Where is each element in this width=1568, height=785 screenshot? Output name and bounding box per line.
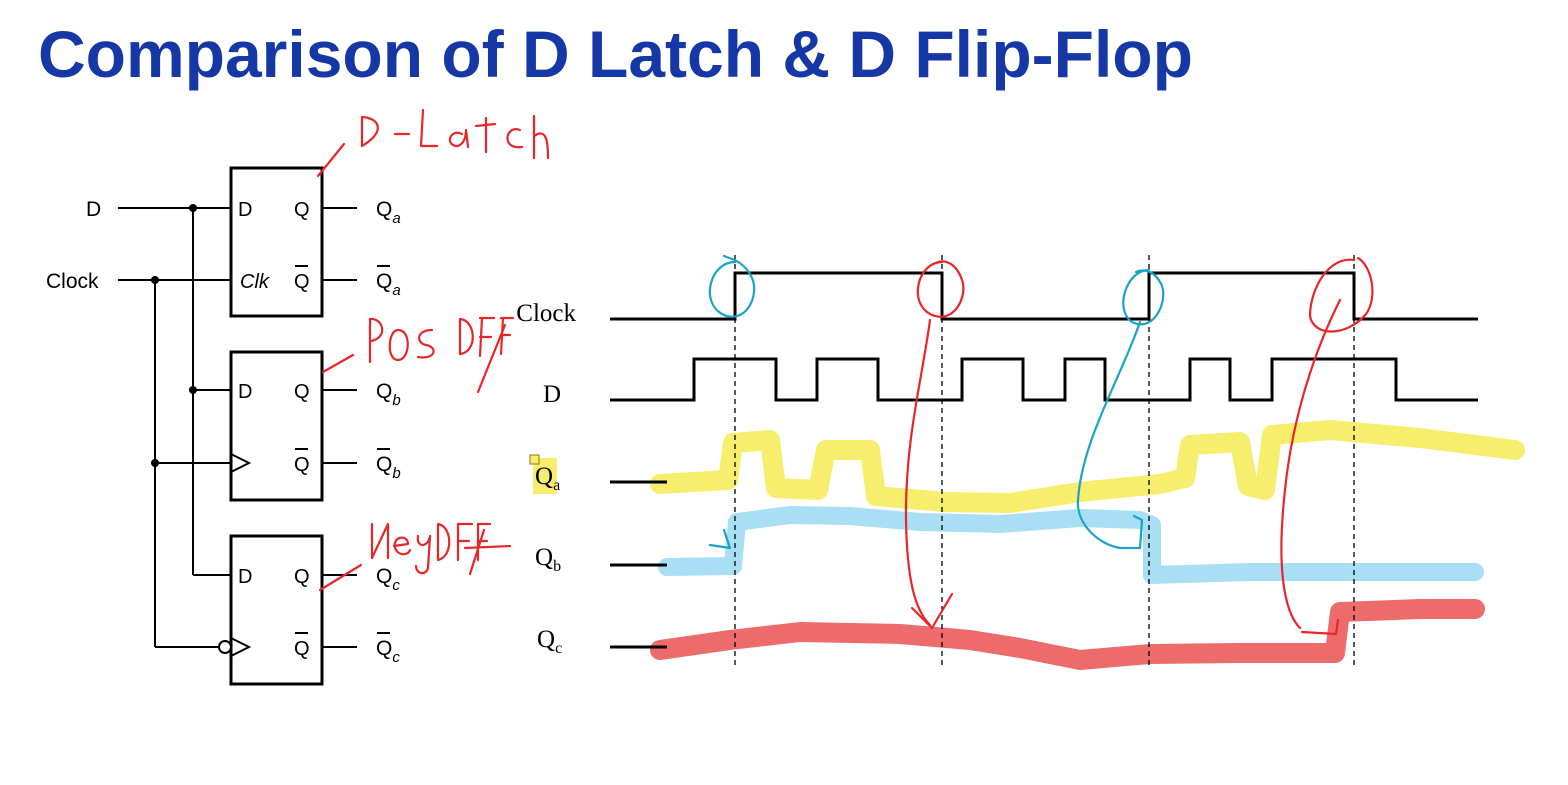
output-label-qb-bar: Qb: [376, 453, 401, 482]
output-label-sub: c: [392, 649, 400, 666]
inversion-bubble: [218, 640, 232, 654]
output-label-sub: a: [392, 282, 400, 299]
signal-label-text: Q: [535, 463, 553, 490]
handwritten-d-latch: [316, 108, 550, 178]
pin-clk: Clk: [240, 271, 270, 293]
output-label-text: Q: [376, 198, 392, 221]
pin-qbar: Q: [294, 271, 310, 293]
junction-dot: [151, 459, 159, 467]
output-label-text: Q: [376, 637, 392, 660]
handwritten-pos-dff: [321, 316, 515, 394]
signal-label-text: Q: [537, 626, 555, 653]
signal-label-sub: b: [553, 558, 561, 575]
pin-q: Q: [294, 199, 310, 221]
signal-label-qc: Qc: [537, 626, 562, 657]
pin-q: Q: [294, 566, 310, 588]
output-label-text: Q: [376, 270, 392, 293]
junction-dot: [189, 386, 197, 394]
clock-trace: [610, 271, 1478, 321]
output-label-text: Q: [376, 380, 392, 403]
input-label-d: D: [86, 198, 101, 221]
handwritten-neg-dff: [318, 522, 512, 592]
output-label-qa-bar: Qa: [376, 270, 401, 299]
output-label-sub: b: [392, 465, 400, 482]
pin-d: D: [238, 199, 252, 221]
signal-label-sub: c: [555, 640, 562, 657]
signal-label-qa: Qa: [535, 463, 560, 494]
d-latch-block: [229, 166, 324, 318]
output-label-sub: c: [392, 577, 400, 594]
output-label-qb: Qb: [376, 380, 401, 409]
pin-q: Q: [294, 381, 310, 403]
slide-title: Comparison of D Latch & D Flip-Flop: [38, 17, 1193, 91]
input-label-clock: Clock: [46, 270, 99, 293]
junction-dot: [151, 276, 159, 284]
pin-d: D: [238, 381, 252, 403]
neg-flipflop-block: [229, 534, 324, 686]
pin-qbar: Q: [294, 454, 310, 476]
clock-edge-triangle: [230, 637, 252, 657]
signal-label-text: Q: [535, 544, 553, 571]
output-label-qc: Qc: [376, 565, 400, 594]
signal-label-qb: Qb: [535, 544, 561, 575]
ink-rising-edge-marks: [708, 254, 1165, 550]
annotation-marker: [529, 454, 540, 465]
pin-qbar: Q: [294, 638, 310, 660]
clock-edge-triangle: [230, 453, 252, 473]
output-label-text: Q: [376, 453, 392, 476]
output-label-sub: b: [392, 392, 400, 409]
signal-label-d: D: [543, 381, 561, 408]
signal-label-sub: a: [553, 477, 560, 494]
pin-d: D: [238, 566, 252, 588]
ink-falling-edge-marks: [904, 256, 1374, 636]
junction-dots: [151, 204, 197, 467]
output-label-qc-bar: Qc: [376, 637, 400, 666]
d-trace: [610, 357, 1478, 402]
highlight-qc: [650, 599, 1485, 670]
highlight-qa: [650, 420, 1525, 513]
edge-markers: [734, 255, 1355, 668]
signal-label-clock: Clock: [516, 300, 576, 327]
highlight-qb: [658, 506, 1484, 584]
output-label-sub: a: [392, 210, 400, 227]
junction-dot: [189, 204, 197, 212]
pos-flipflop-block: [229, 350, 324, 502]
output-label-qa: Qa: [376, 198, 401, 227]
output-label-text: Q: [376, 565, 392, 588]
